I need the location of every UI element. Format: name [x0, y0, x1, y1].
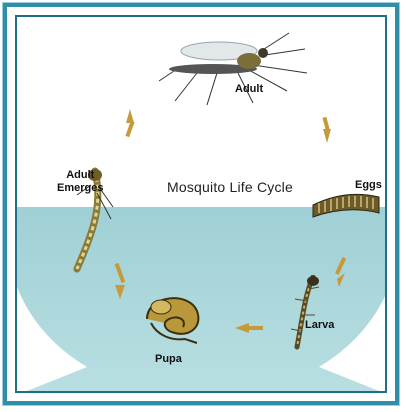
stage-label-adult-emerges: Adult Emerges: [57, 169, 103, 195]
stage-label-larva: Larva: [305, 319, 334, 332]
cycle-arrow-icon: [337, 273, 345, 287]
stage-label-pupa: Pupa: [155, 353, 182, 366]
stage-label-eggs: Eggs: [355, 179, 382, 192]
mosquito-adult-icon: [157, 29, 317, 109]
diagram-frame: Mosquito Life Cycle Adult Eggs Larva Pup…: [3, 3, 399, 405]
stage-label-adult: Adult: [235, 83, 263, 96]
cycle-arrow-icon: [235, 323, 249, 333]
egg-raft-icon: [309, 187, 383, 221]
diagram-title: Mosquito Life Cycle: [167, 179, 293, 195]
cycle-arrow-icon: [126, 109, 134, 123]
cycle-arrow-icon: [323, 129, 331, 143]
larva-icon: [285, 275, 325, 355]
diagram-canvas: Mosquito Life Cycle Adult Eggs Larva Pup…: [15, 15, 387, 393]
cycle-arrow-icon: [115, 285, 125, 299]
pupa-icon: [137, 289, 207, 345]
